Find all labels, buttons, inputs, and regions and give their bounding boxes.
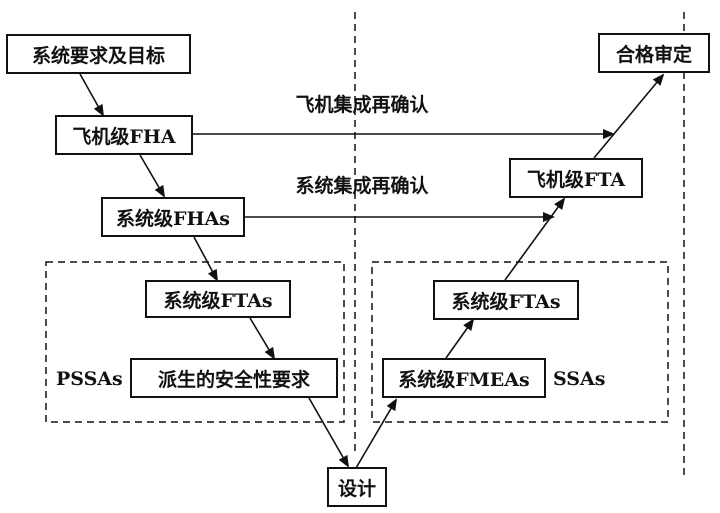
aircraft-fta-box: 飞机级FTA: [509, 158, 643, 198]
system-requirements-box: 系统要求及目标: [6, 34, 191, 74]
arrow-system-fhas-to-pssa-ftas: [193, 236, 218, 282]
ssas-label: SSAs: [553, 368, 606, 390]
arrow-ssa-ftas-to-aircraft-fta: [504, 197, 566, 281]
ssa-fmeas-box: 系统级FMEAs: [382, 358, 546, 398]
system-integration-reconfirm-label: 系统集成再确认: [295, 174, 429, 197]
arrow-pssa-ftas-to-derived-requirements: [249, 317, 276, 360]
aircraft-integration-reconfirm-label: 飞机集成再确认: [295, 93, 429, 116]
ssa-group-frame: [371, 261, 669, 423]
design-box: 设计: [327, 467, 387, 507]
arrow-aircraft-fta-to-certification: [593, 73, 665, 159]
pssas-label: PSSAs: [56, 368, 123, 390]
arrow-design-to-ssa-fmeas: [355, 398, 398, 469]
arrow-requirements-to-aircraft-fha: [79, 73, 104, 117]
arrow-derived-requirements-to-design: [308, 397, 349, 468]
arrow-ssa-fmeas-to-ssa-ftas: [445, 318, 475, 359]
derived-safety-requirements-box: 派生的安全性要求: [130, 358, 338, 398]
certification-box: 合格审定: [598, 33, 710, 73]
ssa-ftas-box: 系统级FTAs: [433, 280, 579, 320]
arrow-aircraft-fha-to-system-fhas: [139, 154, 166, 198]
system-fhas-box: 系统级FHAs: [101, 197, 245, 237]
pssa-group-frame: [45, 261, 345, 423]
pssa-ftas-box: 系统级FTAs: [145, 280, 291, 318]
aircraft-fha-box: 飞机级FHA: [55, 115, 193, 155]
